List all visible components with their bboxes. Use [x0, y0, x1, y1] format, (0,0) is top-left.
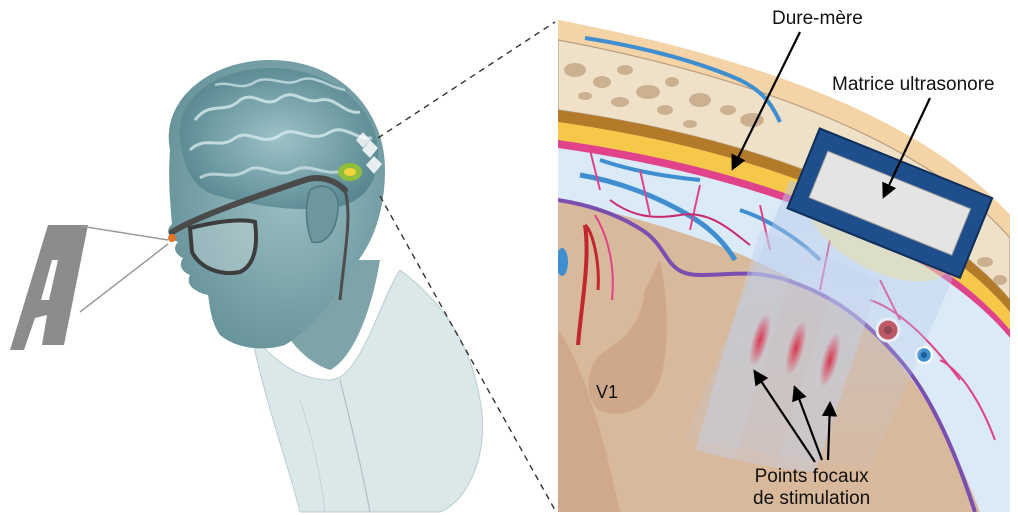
- zoom-line-top: [378, 22, 555, 138]
- focal-points-label: Points focaux de stimulation: [753, 466, 870, 510]
- v1-label: V1: [596, 381, 618, 403]
- letter-a-stimulus: [10, 225, 88, 350]
- focal-points-label-line2: de stimulation: [753, 488, 870, 510]
- focal-points-label-line1: Points focaux: [753, 466, 870, 488]
- sight-ray-lower: [80, 244, 168, 312]
- sight-ray-upper: [80, 226, 168, 240]
- ultrasound-matrix-label: Matrice ultrasonore: [832, 74, 995, 96]
- dura-mater-label: Dure-mère: [772, 8, 863, 30]
- head-illustration: [10, 60, 483, 512]
